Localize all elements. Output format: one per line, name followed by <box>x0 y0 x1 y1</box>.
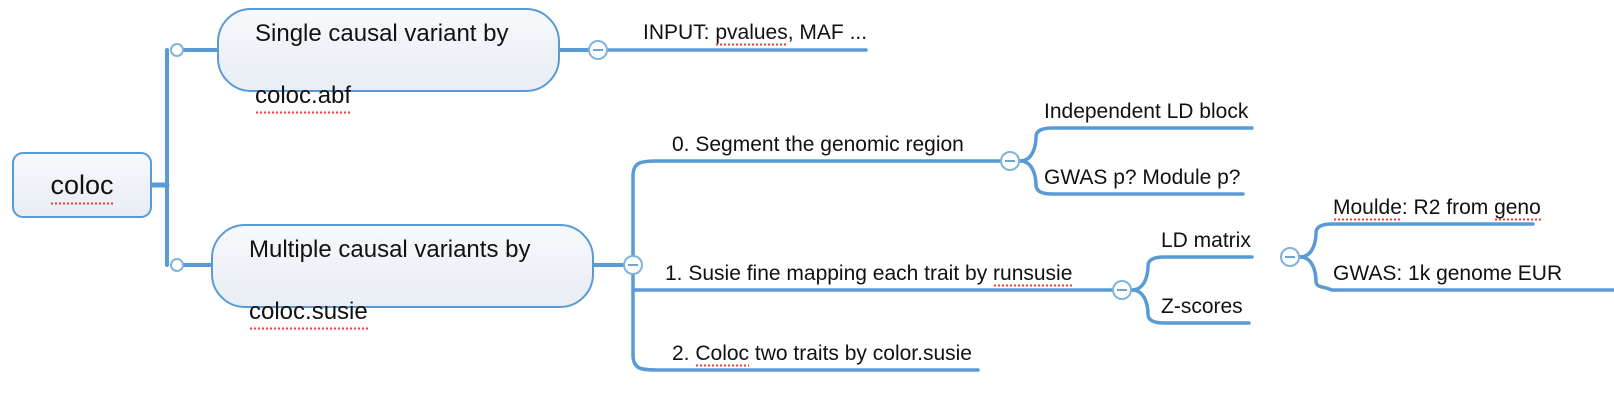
branch-line-2: coloc.abf <box>255 81 352 115</box>
expand-handle-multiple-causal-variants[interactable] <box>170 258 184 272</box>
leaf-susie-fine-mapping-label: 1. Susie fine mapping each trait by runs… <box>665 262 1073 287</box>
branch-node-multiple-causal-variants[interactable]: Multiple causal variants by coloc.susie <box>211 224 594 331</box>
leaf-coloc-two-traits-label: 2. Coloc two traits by color.susie <box>672 342 972 367</box>
root-node-label: coloc <box>50 168 114 205</box>
collapse-handle-ld-matrix-children[interactable] <box>1280 247 1300 267</box>
root-node[interactable]: coloc <box>12 152 152 218</box>
collapse-handle-susie-children[interactable] <box>623 255 643 275</box>
collapse-handle-step0-children[interactable] <box>1000 151 1020 171</box>
leaf-ld-matrix[interactable]: LD matrix <box>1161 229 1251 252</box>
leaf-z-scores[interactable]: Z-scores <box>1161 295 1243 318</box>
branch-line-1: Single causal variant by <box>255 20 509 48</box>
leaf-susie-fine-mapping[interactable]: 1. Susie fine mapping each trait by runs… <box>665 262 1073 289</box>
branch-node-single-causal-variant-text: Single causal variant by coloc.abf <box>255 0 509 115</box>
branch-line-1: Multiple causal variants by <box>249 236 531 264</box>
leaf-moulde-r2-from-geno[interactable]: Moulde: R2 from geno <box>1333 197 1541 223</box>
expand-handle-single-causal-variant[interactable] <box>170 43 184 57</box>
leaf-input-pvalues-label: INPUT: pvalues, MAF ... <box>643 21 868 46</box>
leaf-moulde-r2-from-geno-label: Moulde: R2 from geno <box>1333 196 1541 221</box>
collapse-handle-step1-children[interactable] <box>1112 280 1132 300</box>
branch-node-single-causal-variant[interactable]: Single causal variant by coloc.abf <box>217 8 560 115</box>
leaf-segment-genomic-region[interactable]: 0. Segment the genomic region <box>672 133 964 156</box>
leaf-input-pvalues[interactable]: INPUT: pvalues, MAF ... <box>643 22 867 48</box>
leaf-independent-ld-block[interactable]: Independent LD block <box>1044 100 1249 123</box>
branch-node-multiple-causal-variants-text: Multiple causal variants by coloc.susie <box>249 205 531 331</box>
leaf-coloc-two-traits[interactable]: 2. Coloc two traits by color.susie <box>672 343 972 369</box>
collapse-handle-abf-children[interactable] <box>588 40 608 60</box>
branch-line-2: coloc.susie <box>249 297 368 331</box>
leaf-gwas-1k-genome-eur[interactable]: GWAS: 1k genome EUR <box>1333 262 1563 285</box>
leaf-gwas-module-p[interactable]: GWAS p? Module p? <box>1044 166 1241 189</box>
